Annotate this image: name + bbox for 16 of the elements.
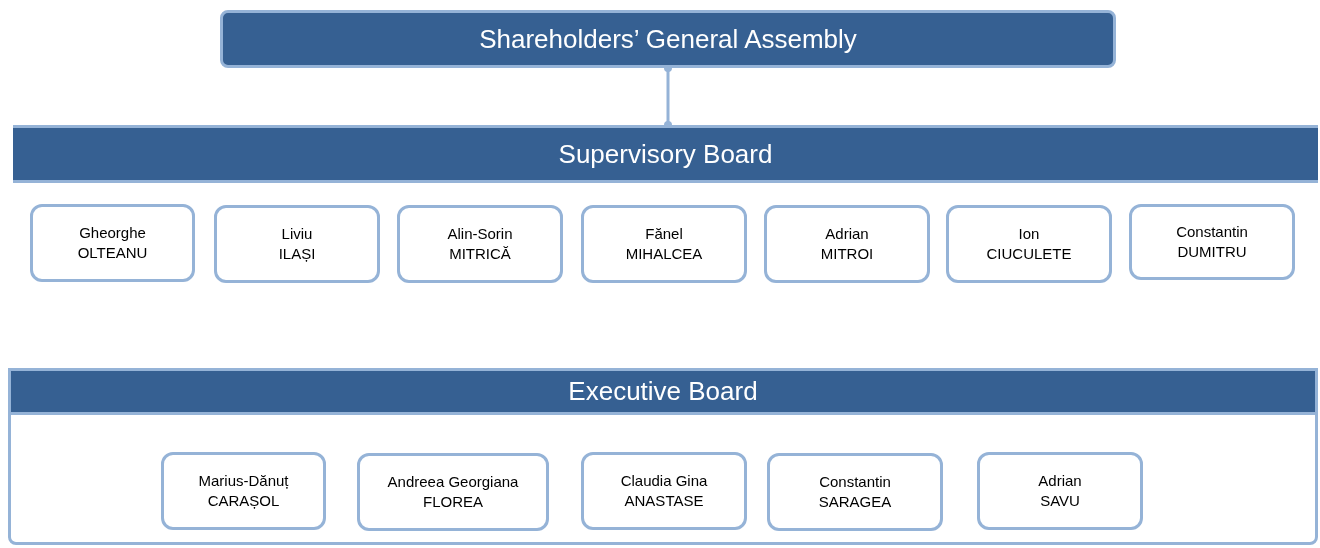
assembly-box: Shareholders’ General Assembly [220,10,1116,68]
member-box: Andreea Georgiana FLOREA [357,453,549,531]
member-box: Alin-Sorin MITRICĂ [397,205,563,283]
member-box: Adrian SAVU [977,452,1143,530]
member-box: Claudia Gina ANASTASE [581,452,747,530]
member-box: Adrian MITROI [764,205,930,283]
board-heading: Executive Board [11,371,1315,415]
member-box: Gheorghe OLTEANU [30,204,195,282]
member-box: Ion CIUCULETE [946,205,1112,283]
member-box: Constantin DUMITRU [1129,204,1295,280]
member-box: Constantin SARAGEA [767,453,943,531]
board-panel [8,368,1318,545]
member-box: Marius-Dănuț CARAȘOL [161,452,326,530]
board-band: Supervisory Board [13,125,1318,183]
member-box: Liviu ILAȘI [214,205,380,283]
member-box: Fănel MIHALCEA [581,205,747,283]
